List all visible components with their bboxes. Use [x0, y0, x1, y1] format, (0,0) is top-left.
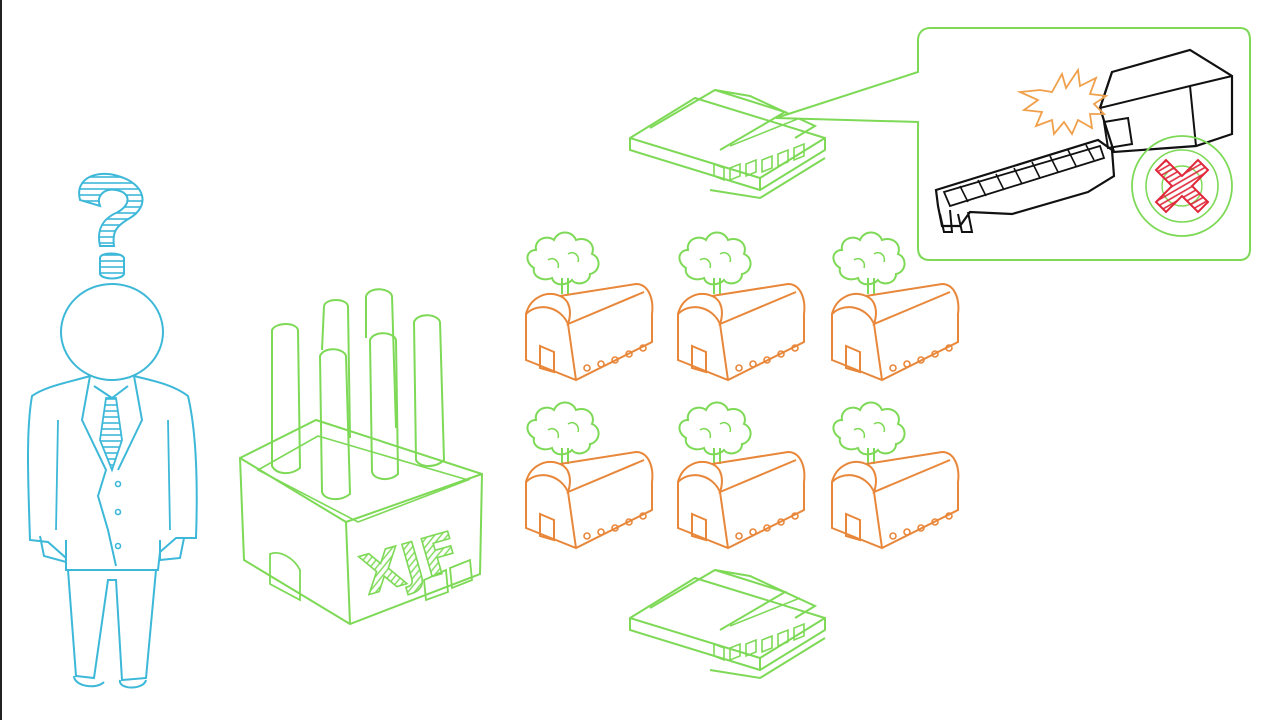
barn-icon [677, 451, 806, 549]
tree-icon [678, 231, 752, 295]
businessman-icon [27, 172, 198, 689]
frame-left-edge [0, 0, 2, 720]
warehouse-icon [629, 569, 826, 679]
barn-icon [831, 451, 960, 549]
barn-icon [525, 283, 654, 381]
farm-4 [525, 401, 654, 549]
tree-icon [832, 231, 906, 295]
farm-2 [677, 231, 806, 381]
barn-icon [677, 283, 806, 381]
warehouse-icon [629, 89, 826, 199]
tree-icon [678, 401, 752, 465]
farm-5 [677, 401, 806, 549]
tree-icon [526, 231, 600, 295]
tree-icon [526, 401, 600, 465]
barn-icon [525, 451, 654, 549]
callout-bubble [775, 27, 1251, 261]
conveyor-machine-icon [934, 48, 1234, 233]
spark-burst-icon [1016, 67, 1109, 137]
factory-sign: XJF [354, 520, 466, 608]
tree-icon [832, 401, 906, 465]
farm-6 [831, 401, 960, 549]
question-mark-icon [78, 172, 144, 280]
factory-icon: XJF [238, 288, 484, 626]
barn-icon [831, 283, 960, 381]
farm-1 [525, 231, 654, 381]
red-x-icon [1131, 135, 1233, 237]
